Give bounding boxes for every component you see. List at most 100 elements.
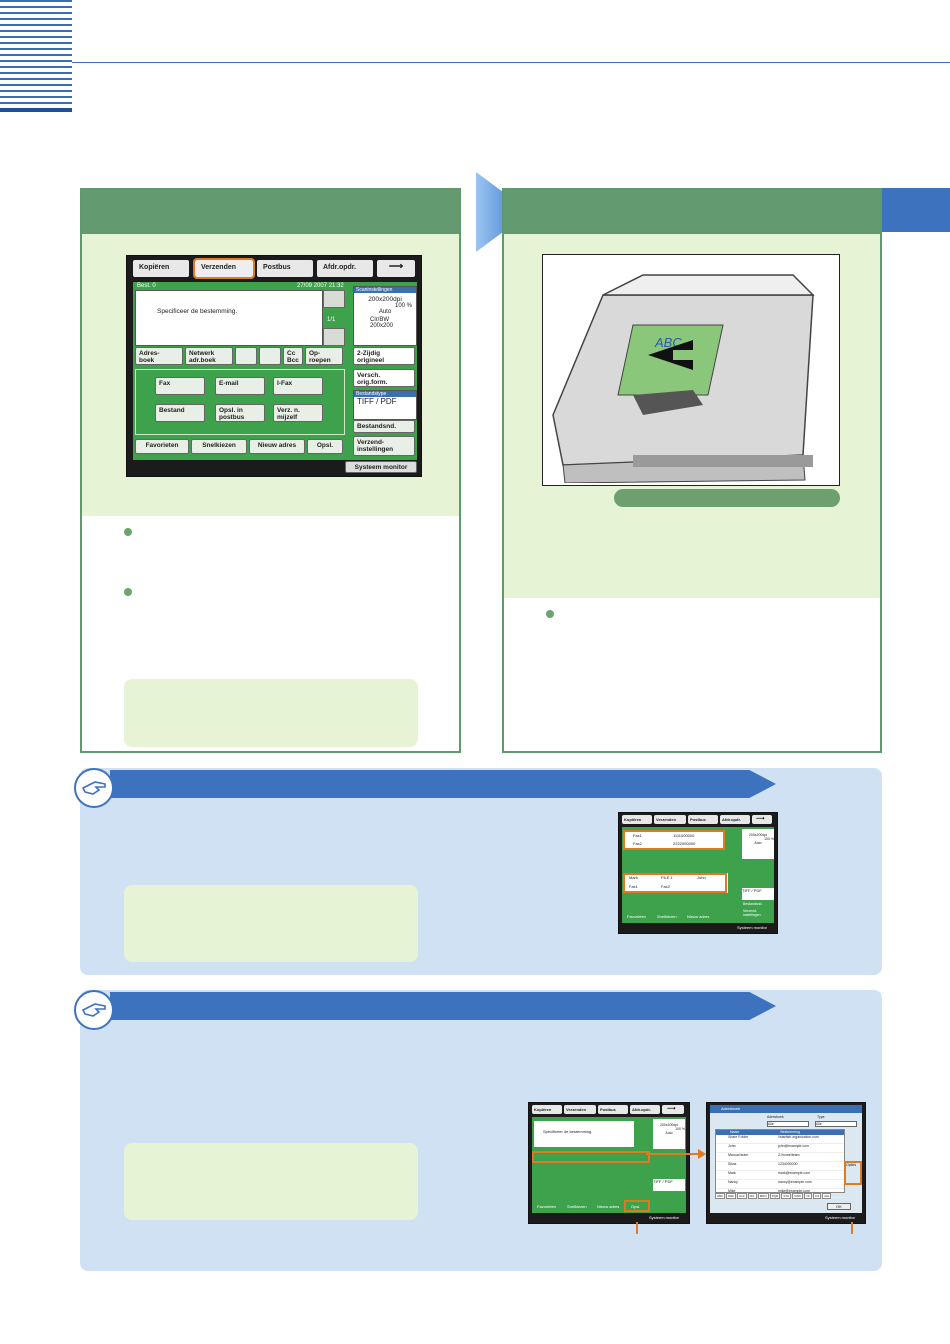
alpha-tab[interactable]: JKL [747,1193,757,1199]
delete-icon-button[interactable] [259,347,281,365]
zoom-value: 100 % [764,837,774,841]
cc-bcc-button[interactable]: Cc Bcc [283,347,303,365]
scan-settings-panel[interactable]: 200x200dpi 100 % Auto [742,829,774,859]
table-row[interactable]: Share Folder\\starfish.organization.com [716,1135,844,1144]
recall-button[interactable]: Op- roepen [305,347,343,365]
left-panel-header [82,190,459,234]
file-type-value: TIFF / PDF [357,397,397,406]
file-name-label[interactable]: Bestandsnd. [743,902,763,906]
tab-print-jobs[interactable]: Afdr.opdr. [720,815,750,824]
options-tab[interactable]: Opsl. [631,1204,641,1209]
file-type-panel[interactable]: TIFF / PDF [653,1179,685,1191]
options-button-highlight [844,1161,862,1185]
system-monitor-button[interactable]: Systeem monitor [345,461,417,473]
copy-icon-button[interactable] [235,347,257,365]
alpha-tab[interactable]: MNO [757,1193,769,1199]
new-address-tab[interactable]: Nieuw adres [249,439,305,454]
tab-send[interactable]: Verzenden [193,258,255,279]
dest-row-2-name: Fax2 [633,841,642,846]
scan-settings-panel[interactable]: Scaninstellingen 200x200dpi 100 % Auto C… [353,286,417,346]
file-type-panel[interactable]: TIFF / PDF [742,888,774,900]
filter-select-1[interactable]: Alle [767,1121,809,1127]
arrow-right-icon[interactable]: ⟶ [662,1105,684,1114]
system-monitor-button[interactable]: Systeem monitor [649,1215,680,1220]
column-headers: Naam Bestemming [716,1130,844,1135]
tab-copy[interactable]: Kopiëren [532,1105,562,1114]
system-monitor-button[interactable]: Systeem monitor [825,1215,856,1220]
ifax-button[interactable]: I-Fax [273,377,323,395]
filter-select-2[interactable]: Alle [815,1121,857,1127]
different-size-button[interactable]: Versch. orig.form. [353,369,415,387]
fav-item-3[interactable]: FILE 1 [661,875,673,880]
favorites-tab[interactable]: Favorieten [627,914,646,919]
tab-copy[interactable]: Kopiëren [133,260,189,277]
network-address-book-button[interactable]: Netwerk adr.boek [185,347,233,365]
header-bar [0,108,72,112]
tab-send[interactable]: Verzenden [654,815,686,824]
tab-mailbox[interactable]: Postbus [257,260,313,277]
file-name-button[interactable]: Bestandsnd. [353,420,415,433]
tab-copy[interactable]: Kopiëren [622,815,652,824]
address-book-screen: Adresboek Adresboek Type Alle Alle Naam … [706,1102,866,1224]
fax-button[interactable]: Fax [155,377,205,395]
scroll-up-button[interactable] [323,290,345,308]
arrow-right-icon[interactable]: ⟶ [377,260,415,277]
tab-print-jobs[interactable]: Afdr.opdr. [317,260,373,277]
ok-button[interactable]: OK [827,1203,851,1210]
address-book-row-highlight [532,1151,650,1163]
store-in-mailbox-button[interactable]: Opsl. in postbus [215,404,265,422]
address-book-button[interactable]: Adres- boek [135,347,183,365]
alpha-tab[interactable]: Alle [822,1193,832,1199]
favorites-tab[interactable]: Favorieten [135,439,189,454]
new-address-tab[interactable]: Nieuw adres [597,1204,620,1209]
alpha-tab[interactable]: VWX [792,1193,804,1199]
favorites-tab[interactable]: Favorieten [537,1204,556,1209]
speed-dial-tab[interactable]: Snelkiezen [567,1204,587,1209]
alpha-tab[interactable]: 0-9 [812,1193,822,1199]
fav-item-5[interactable]: John [697,875,706,880]
filter-label-1: Adresboek [767,1115,784,1119]
address-book-titlebar [710,1105,862,1113]
scroll-down-button[interactable] [323,328,345,346]
resolution-value: 200x200dpi [368,296,402,303]
system-monitor-button[interactable]: Systeem monitor [737,925,768,930]
fav-item-4[interactable]: Fax2 [661,884,670,889]
new-address-tab[interactable]: Nieuw adres [687,914,710,919]
tab-mailbox[interactable]: Postbus [688,815,718,824]
alpha-tab[interactable]: YZ [804,1193,812,1199]
alpha-tab[interactable]: GHI [737,1193,747,1199]
file-type-panel[interactable]: Bestandstype TIFF / PDF [353,390,417,420]
options-button[interactable]: Opties [846,1163,857,1167]
email-button[interactable]: E-mail [215,377,265,395]
file-button[interactable]: Bestand [155,404,205,422]
arrow-right-icon[interactable]: ⟶ [752,815,772,824]
two-sided-button[interactable]: 2-Zijdig origineel [353,347,415,365]
speed-dial-tab[interactable]: Snelkiezen [657,914,677,919]
fav-item-2[interactable]: Fax1 [629,884,638,889]
pointing-hand-icon [74,990,114,1030]
options-tab[interactable]: Opsl. [307,439,343,454]
alpha-tab[interactable]: STU [781,1193,792,1199]
multiple-destinations-screen: Kopiëren Verzenden Postbus Afdr.opdr. ⟶ … [618,812,778,934]
alpha-tab[interactable]: ABC [715,1193,726,1199]
fav-item-1[interactable]: Mark [629,875,638,880]
send-to-myself-button[interactable]: Verz. n. mijzelf [273,404,323,422]
send-settings-label[interactable]: Verzend- instellingen [743,909,761,917]
tab-mailbox[interactable]: Postbus [598,1105,628,1114]
tab-send[interactable]: Verzenden [564,1105,596,1114]
tab-mailbox-label: Postbus [690,817,706,822]
side-tab [882,188,950,232]
scan-settings-panel[interactable]: 200x200dpi 100 % Auto [653,1119,685,1149]
alpha-tab[interactable]: PQR [769,1193,781,1199]
tab-print-jobs-label: Afdr.opdr. [722,817,741,822]
tab-print-jobs[interactable]: Afdr.opdr. [630,1105,660,1114]
send-settings-button[interactable]: Verzend- instellingen [353,436,415,456]
speed-dial-tab[interactable]: Snelkiezen [191,439,247,454]
alpha-tab[interactable]: DEF [726,1193,737,1199]
mode-value: Auto [378,309,392,315]
